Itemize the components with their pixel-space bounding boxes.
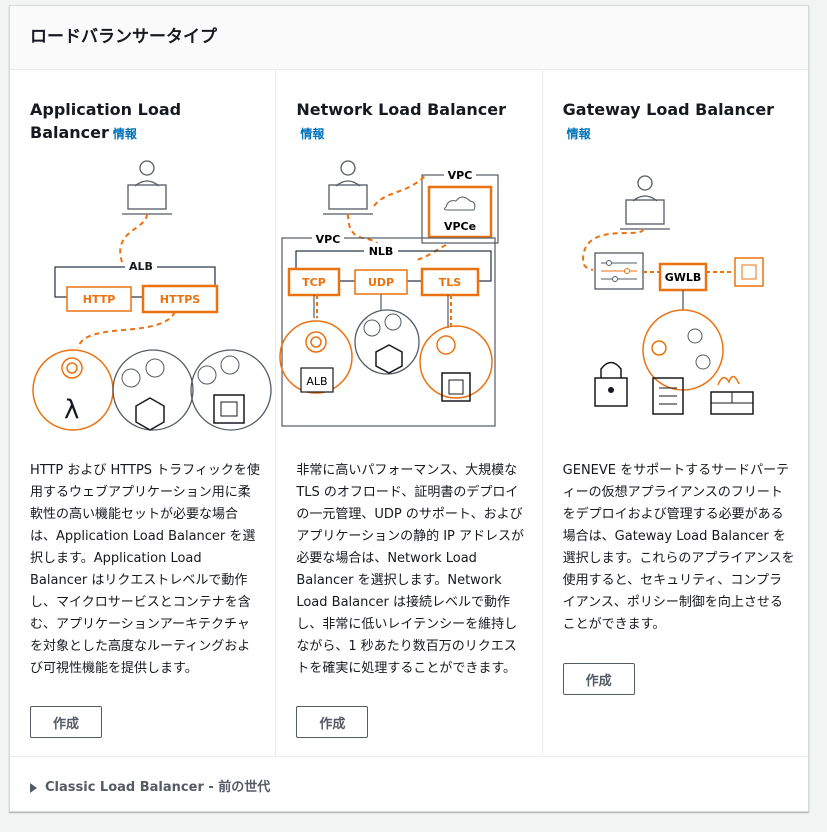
- panel-header: ロードバランサータイプ: [10, 6, 808, 70]
- nlb-label: NLB: [369, 245, 394, 258]
- nlb-diagram: VPC VPCe VPC NLB TCP UDP TLS: [279, 160, 499, 427]
- alb-label: ALB: [129, 260, 153, 273]
- user-icon: [122, 160, 172, 215]
- gwlb-label: GWLB: [664, 271, 701, 284]
- user-icon: [619, 175, 670, 230]
- tls-label: TLS: [439, 276, 462, 289]
- vpce-label: VPCe: [444, 220, 476, 233]
- info-link[interactable]: 情報: [566, 127, 591, 141]
- card-title-gwlb: Gateway Load Balancer 情報: [563, 98, 788, 146]
- https-label: HTTPS: [160, 293, 201, 306]
- appliance-settings-icon: [594, 252, 644, 290]
- instance-target-icon: [419, 325, 494, 402]
- card-title-text: Gateway Load Balancer: [562, 100, 775, 119]
- classic-lb-expander[interactable]: Classic Load Balancer - 前の世代: [10, 756, 808, 812]
- card-description: HTTP および HTTPS トラフィックを使用するウェブアプリケーション用に柔…: [30, 463, 260, 676]
- tcp-label: TCP: [303, 276, 327, 289]
- create-nlb-button[interactable]: 作成: [296, 706, 369, 738]
- http-label: HTTP: [83, 293, 116, 306]
- card-title-text: Network Load Balancer: [296, 100, 506, 119]
- container-target-icon: [354, 309, 420, 375]
- caret-right-icon: [30, 782, 37, 793]
- user-icon: [323, 160, 374, 215]
- lambda-target-icon: λ: [32, 349, 114, 431]
- info-link[interactable]: 情報: [300, 127, 325, 141]
- classic-lb-label: Classic Load Balancer - 前の世代: [45, 780, 271, 795]
- firewall-icon: [709, 375, 754, 415]
- create-gwlb-button[interactable]: 作成: [562, 663, 635, 695]
- vpc-top-label: VPC: [448, 169, 473, 182]
- card-title-text: Application Load Balancer: [30, 100, 182, 142]
- vpc-label: VPC: [316, 233, 341, 246]
- panel-title: ロードバランサータイプ: [30, 27, 217, 47]
- instance-target-icon: [190, 349, 272, 431]
- info-link[interactable]: 情報: [112, 127, 137, 141]
- alb-target-icon: ALB: [279, 320, 354, 394]
- lock-icon: [593, 361, 628, 407]
- create-alb-button[interactable]: 作成: [30, 706, 102, 738]
- card-description: 非常に高いパフォーマンス、大規模な TLS のオフロード、証明書のデプロイの一元…: [296, 463, 525, 676]
- card-description: GENEVE をサポートするサードパーティーの仮想アプライアンスのフリートをデプ…: [562, 463, 795, 632]
- checklist-icon: [651, 377, 684, 415]
- udp-label: UDP: [368, 276, 394, 289]
- chip-icon: [733, 257, 764, 287]
- container-target-icon: [112, 349, 194, 431]
- gwlb-diagram: GWLB: [581, 175, 764, 415]
- target-group-icon: [641, 309, 724, 391]
- card-title-nlb: Network Load Balancer 情報: [296, 98, 521, 146]
- alb-target-label: ALB: [307, 375, 328, 388]
- svg-text:λ: λ: [64, 395, 79, 425]
- card-network-load-balancer: Network Load Balancer 情報 VPC VPCe: [276, 70, 543, 756]
- alb-diagram: ALB HTTP HTTPS λ: [32, 160, 272, 431]
- card-gateway-load-balancer: Gateway Load Balancer 情報: [543, 70, 808, 756]
